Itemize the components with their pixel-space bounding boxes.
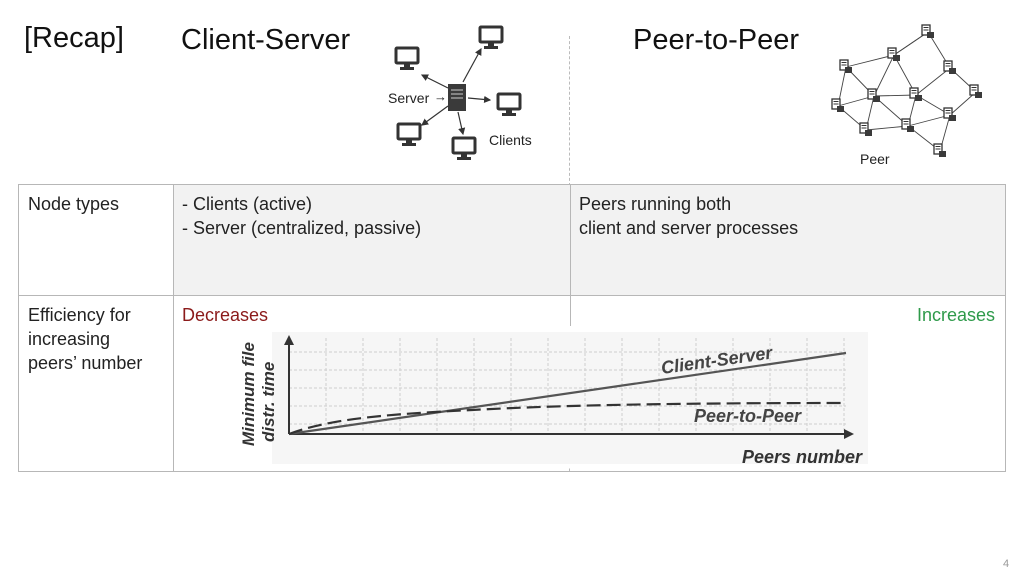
client-server-title: Client-Server <box>181 24 351 56</box>
x-axis-arrowhead <box>844 429 854 439</box>
client-icon <box>478 25 504 51</box>
peer-to-peer-series-label: Peer-to-Peer <box>694 406 802 426</box>
list-item: - Clients (active) <box>182 194 313 214</box>
client-icon <box>496 92 522 118</box>
server-label: Server <box>388 90 430 106</box>
client-icon <box>394 46 420 72</box>
middle-border <box>570 296 571 328</box>
client-server-cell: - Clients (active) - Server (centralized… <box>173 184 571 296</box>
row-label: Node types <box>28 194 120 214</box>
client-icon <box>396 122 422 148</box>
p2p-cell: Peers running both client and server pro… <box>570 184 1006 296</box>
recap-title: [Recap] <box>24 22 124 54</box>
table-row-node-types: Node types - Clients (active) - Server (… <box>18 184 1006 296</box>
list-item: - Server (centralized, passive) <box>182 218 422 238</box>
client-icon <box>451 136 477 162</box>
peer-to-peer-line <box>288 401 847 436</box>
peer-to-peer-diagram <box>831 24 983 158</box>
y-axis-label-line1: Minimum file <box>239 342 258 446</box>
text-line: Peers running both <box>579 194 732 214</box>
peer-icons <box>831 24 983 158</box>
row-label-cell: Efficiency for increasing peers’ number <box>18 295 174 472</box>
decreases-label: Decreases <box>182 305 269 325</box>
peer-label: Peer <box>860 151 890 167</box>
server-icon <box>448 84 466 111</box>
x-axis-label: Peers number <box>742 447 863 467</box>
column-divider-top <box>569 36 570 186</box>
row-label-line: Efficiency for <box>28 305 131 325</box>
client-server-diagram <box>394 25 522 162</box>
server-arrow-icon: → <box>434 89 447 104</box>
peer-to-peer-title: Peer-to-Peer <box>633 24 800 56</box>
y-axis-arrowhead <box>284 335 294 345</box>
client-server-line <box>288 351 847 436</box>
clients-label: Clients <box>489 132 532 148</box>
row-label-cell: Node types <box>18 184 174 296</box>
text-line: client and server processes <box>579 218 799 238</box>
efficiency-chart: Client-Server Peer-to-Peer Peers number … <box>232 326 874 468</box>
increases-label: Increases <box>917 305 996 325</box>
row-label-line: increasing <box>28 329 111 349</box>
row-label-line: peers’ number <box>28 353 143 373</box>
y-axis-label-line2: distr. time <box>259 362 278 442</box>
page-number: 4 <box>1003 558 1010 570</box>
